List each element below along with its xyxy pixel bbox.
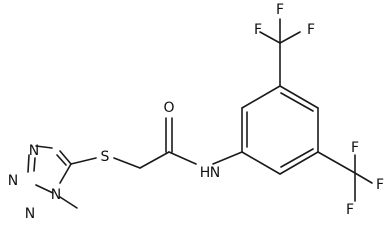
atom-s-thioether: S — [101, 149, 110, 165]
atom-f-bottom-1: F — [351, 140, 359, 156]
bond-n2-n3-inner — [33, 157, 36, 172]
bond-ch2-co — [139, 151, 170, 169]
bond-cf-top-3 — [279, 31, 301, 44]
bond-n-ring — [212, 151, 243, 165]
atom-f-top-2: F — [276, 2, 284, 18]
bond-n1-n2 — [35, 184, 54, 194]
atom-o-carbonyl: O — [163, 100, 174, 116]
bond-s-ch2 — [113, 157, 141, 169]
atom-n-tetrazole-2: N — [25, 206, 35, 222]
bond-ar-3 — [279, 85, 319, 109]
atom-n-tetrazole-4: N — [29, 143, 39, 159]
atom-n-tetrazole-1: N — [51, 187, 61, 203]
atom-h-amide: H — [200, 165, 211, 181]
bond-n1-methyl — [59, 196, 78, 209]
bond-n3-n4 — [35, 145, 53, 149]
bond-c-n — [168, 151, 197, 165]
atom-f-bottom-3: F — [346, 202, 354, 218]
bond-ar-5 — [279, 151, 319, 175]
bond-ar-5-inner — [280, 148, 314, 168]
bond-ar-3-inner — [280, 92, 314, 112]
bond-ar-cf3-bot — [317, 151, 356, 174]
atom-f-bottom-2: F — [376, 177, 384, 193]
atom-f-top-1: F — [254, 22, 262, 38]
atom-n-tetrazole-3: N — [8, 173, 18, 189]
bond-n2-n3 — [27, 154, 30, 173]
bond-ar-2 — [241, 85, 281, 109]
bond-layer — [27, 18, 373, 209]
bond-n4-c5-inner — [56, 154, 67, 166]
atom-label-layer: O N H S N N N N F F F F F F — [8, 2, 384, 222]
atom-f-top-3: F — [307, 22, 315, 38]
bond-c5-n1 — [59, 163, 72, 184]
bond-n4-c5 — [59, 150, 72, 165]
bond-cf-top-2 — [259, 31, 281, 44]
bond-c5-s — [70, 157, 97, 165]
bond-cf-bot-2 — [354, 172, 373, 184]
bond-ar-6 — [241, 151, 281, 175]
atom-n-amide: N — [210, 165, 220, 181]
